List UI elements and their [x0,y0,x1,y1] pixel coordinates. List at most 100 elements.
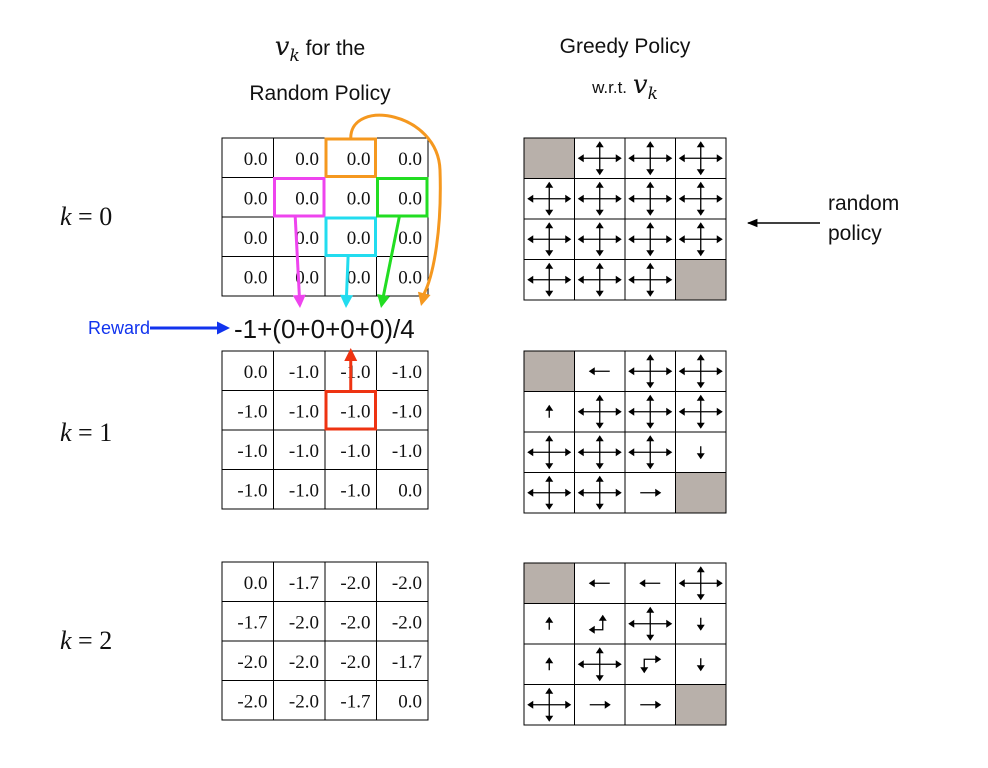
arrow-head [595,475,604,482]
arrow-head [565,275,572,284]
arrow-head [678,154,685,163]
arrow-head [595,394,604,401]
arrow-head [545,290,554,297]
arrow-head [646,422,655,429]
value-cell [221,216,274,257]
arrow-head [545,209,554,216]
arrow-head [595,422,604,429]
value-cell-text: 0.0 [398,228,422,249]
arrow-head [646,290,655,297]
arrow-head [696,354,705,361]
arrow-head [577,660,584,669]
arrow-head [577,407,584,416]
value-cell-text: 0.0 [244,362,268,383]
arrow-head [545,222,554,229]
value-cell [376,469,429,510]
arrow-head [527,700,534,709]
value-header-line2: Random Policy [249,82,391,106]
arrow-head [646,354,655,361]
arrow-head [678,235,685,244]
backup-annotations [150,113,820,431]
policy-grid-k1 [523,350,727,514]
arrow-head [615,660,622,669]
value-cell-text: -2.0 [237,652,267,673]
value-cell-text: 0.0 [398,691,422,712]
arrow-head [595,675,604,682]
value-cell-text: -1.7 [237,612,267,633]
value-cell-text: -1.0 [340,401,370,422]
arrow-head [628,407,635,416]
value-cell [273,216,326,257]
arrow-head [577,488,584,497]
k-label-2: k = 2 [60,626,113,655]
value-cell-text: -1.0 [289,362,319,383]
arrow-head [696,181,705,188]
value-cell [273,640,326,681]
value-cell [376,601,429,642]
red-arrow-head [344,348,358,361]
value-cell-text: -1.7 [340,691,370,712]
arrow-head [527,194,534,203]
highlight-magenta-cell [273,177,326,218]
value-cell-text: -1.0 [237,441,267,462]
value-cell-text: -1.7 [392,652,422,673]
arrow-head [595,141,604,148]
terminal-cell [523,562,575,604]
arrow-head [666,275,673,284]
value-cell-text: -2.0 [237,691,267,712]
value-cell [221,390,274,431]
arrow-head [666,154,673,163]
value-cell-text: -1.0 [289,401,319,422]
arrow-head [666,235,673,244]
policy-cell [624,643,676,685]
policy-grid-k2 [523,562,727,726]
arrow-head [595,209,604,216]
arrow-head [716,367,723,376]
value-cell-text: 0.0 [244,149,268,170]
value-cell [221,177,274,218]
arrow-head [577,235,584,244]
value-cell [376,561,429,602]
value-cell-text: 0.0 [347,188,371,209]
arrow-head [545,250,554,257]
value-cell [376,350,429,391]
arrow-head [678,407,685,416]
arrow-head [527,275,534,284]
value-cell-text: 0.0 [398,267,422,288]
arrow-head [588,625,595,634]
arrow-head [615,194,622,203]
value-cell-text: -1.0 [237,401,267,422]
arrow-head [615,448,622,457]
value-cell-text: -1.0 [392,362,422,383]
value-cell-text: -1.0 [392,401,422,422]
arrow-head [598,614,607,621]
arrow-head [545,687,554,694]
value-cell-text: 0.0 [244,188,268,209]
random-policy-label-line2: policy [828,222,882,245]
arrow-head [696,594,705,601]
value-cell-text: -1.0 [340,480,370,501]
value-cell [273,561,326,602]
arrow-head [595,463,604,470]
value-cell [376,680,429,721]
arrow-head [545,715,554,722]
magenta-arrow-head [292,294,306,308]
arrow-head [565,488,572,497]
k-label-0: k = 0 [60,202,113,231]
arrow-head [545,503,554,510]
reward-arrow-head [217,321,230,335]
highlight-red-cell [324,390,377,431]
arrow-head [527,235,534,244]
reward-label: Reward [88,318,150,338]
highlight-orange-cell [324,137,377,178]
arrow-head [696,209,705,216]
backup-equation: -1+(0+0+0+0)/4 [234,314,415,344]
arrow-head [696,394,705,401]
arrow-head [588,579,595,588]
arrow-head [545,475,554,482]
arrow-head [716,407,723,416]
value-cell-text: 0.0 [295,267,319,288]
